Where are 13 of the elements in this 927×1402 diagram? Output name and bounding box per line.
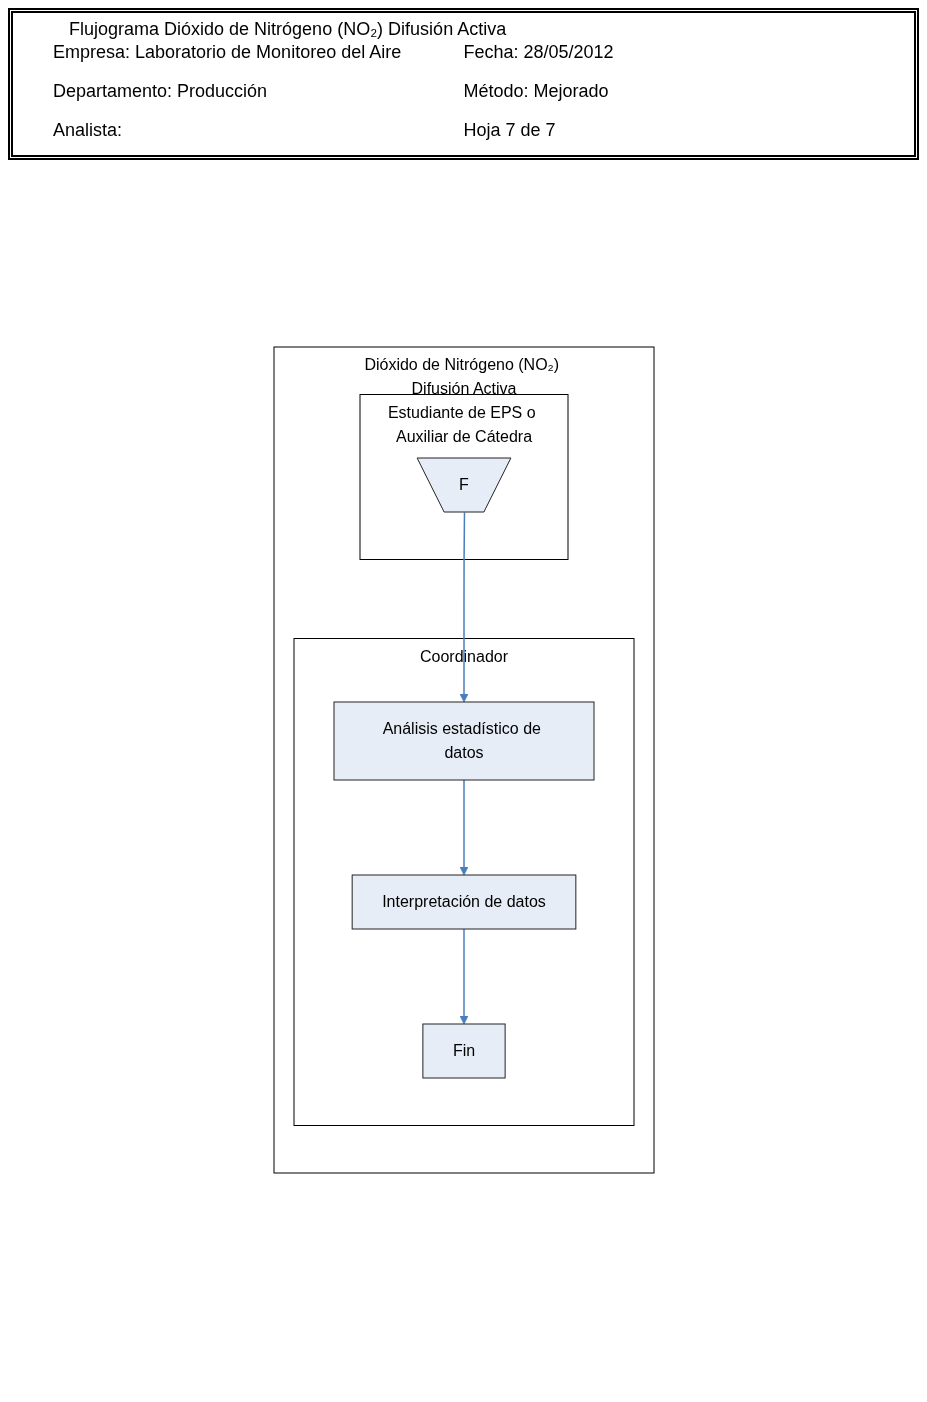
diagram-title: Flujograma Dióxido de Nitrógeno (NO₂) Difusión Activa [69, 19, 507, 40]
node-box: Interpretación de datos [351, 874, 576, 930]
header-field: Departamento: Producción [53, 81, 464, 102]
header-field: Método: Mejorado [463, 81, 874, 102]
header-field: Fecha: 28/05/2012 [463, 42, 874, 63]
node-box: Fin [421, 1023, 506, 1079]
arrow [459, 511, 468, 703]
header-field: Analista: [53, 120, 464, 141]
arrow [459, 779, 468, 876]
header-field: Hoja 7 de 7 [463, 120, 874, 141]
header-field: Empresa: Laboratorio de Monitoreo del Aire [53, 42, 464, 63]
arrow [459, 928, 468, 1025]
node-box: Análisis estadístico de datos [333, 701, 594, 781]
